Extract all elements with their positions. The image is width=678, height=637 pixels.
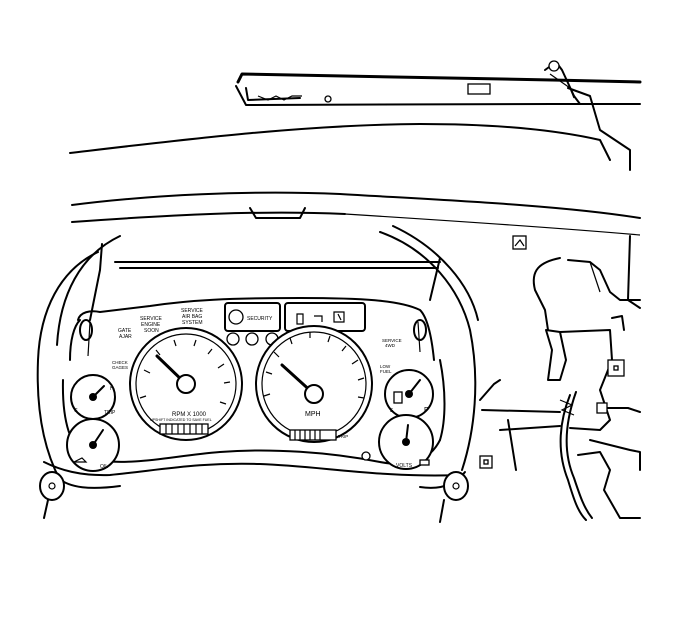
trip-reset-knob xyxy=(361,451,371,461)
service-engine-soon-label-a: SERVICE xyxy=(140,316,163,322)
tachometer xyxy=(129,327,243,441)
service-4wd-label-b: 4WD xyxy=(385,343,396,348)
wiring-harness-bracket xyxy=(479,315,641,521)
upshift-note: UPSHIFT INDICATED TO SAVE FUEL xyxy=(150,418,212,422)
fuel-full-label: F xyxy=(424,407,428,414)
gate-ajar-label-b: AJAR xyxy=(119,334,132,340)
fuel-empty-label: E xyxy=(390,408,394,414)
low-fuel-label-b: FUEL xyxy=(380,369,392,374)
warning-lamp-housings xyxy=(224,302,366,346)
windshield-cowl xyxy=(235,60,642,171)
odometer-trip-label: TRIP xyxy=(338,434,348,439)
oil-gauge-label: OIL xyxy=(100,464,108,470)
check-gages-label-b: GAGES xyxy=(112,365,128,370)
temp-cold-label: C xyxy=(74,408,78,414)
service-engine-soon-label-c: SOON xyxy=(144,328,159,334)
speedometer-label: MPH xyxy=(305,411,321,418)
service-airbag-label-c: SYSTEM xyxy=(182,320,203,326)
check-gages-label-a: CHECK xyxy=(112,360,128,365)
temp-trip-label: TRIP xyxy=(104,410,116,416)
gate-ajar-label-a: GATE xyxy=(118,328,132,334)
voltmeter-gauge xyxy=(378,414,434,470)
service-4wd-label-a: SERVICE xyxy=(382,338,402,343)
security-label: SECURITY xyxy=(247,316,273,322)
cluster-labels: GATE AJAR CHECK GAGES SERVICE ENGINE SOO… xyxy=(74,308,428,470)
volts-gauge-label: VOLTS xyxy=(396,463,413,469)
service-airbag-label-b: AIR BAG xyxy=(182,314,202,320)
dashboard-contours xyxy=(69,123,641,331)
speedometer xyxy=(255,325,373,443)
tachometer-label: RPM X 1000 xyxy=(172,412,207,418)
service-engine-soon-label-b: ENGINE xyxy=(141,322,161,328)
temp-hot-label: H xyxy=(110,386,114,392)
cluster-bezel xyxy=(36,225,479,523)
service-airbag-label-a: SERVICE xyxy=(181,308,204,314)
oil-pressure-gauge xyxy=(66,418,120,472)
low-fuel-label-a: LOW xyxy=(380,364,391,369)
